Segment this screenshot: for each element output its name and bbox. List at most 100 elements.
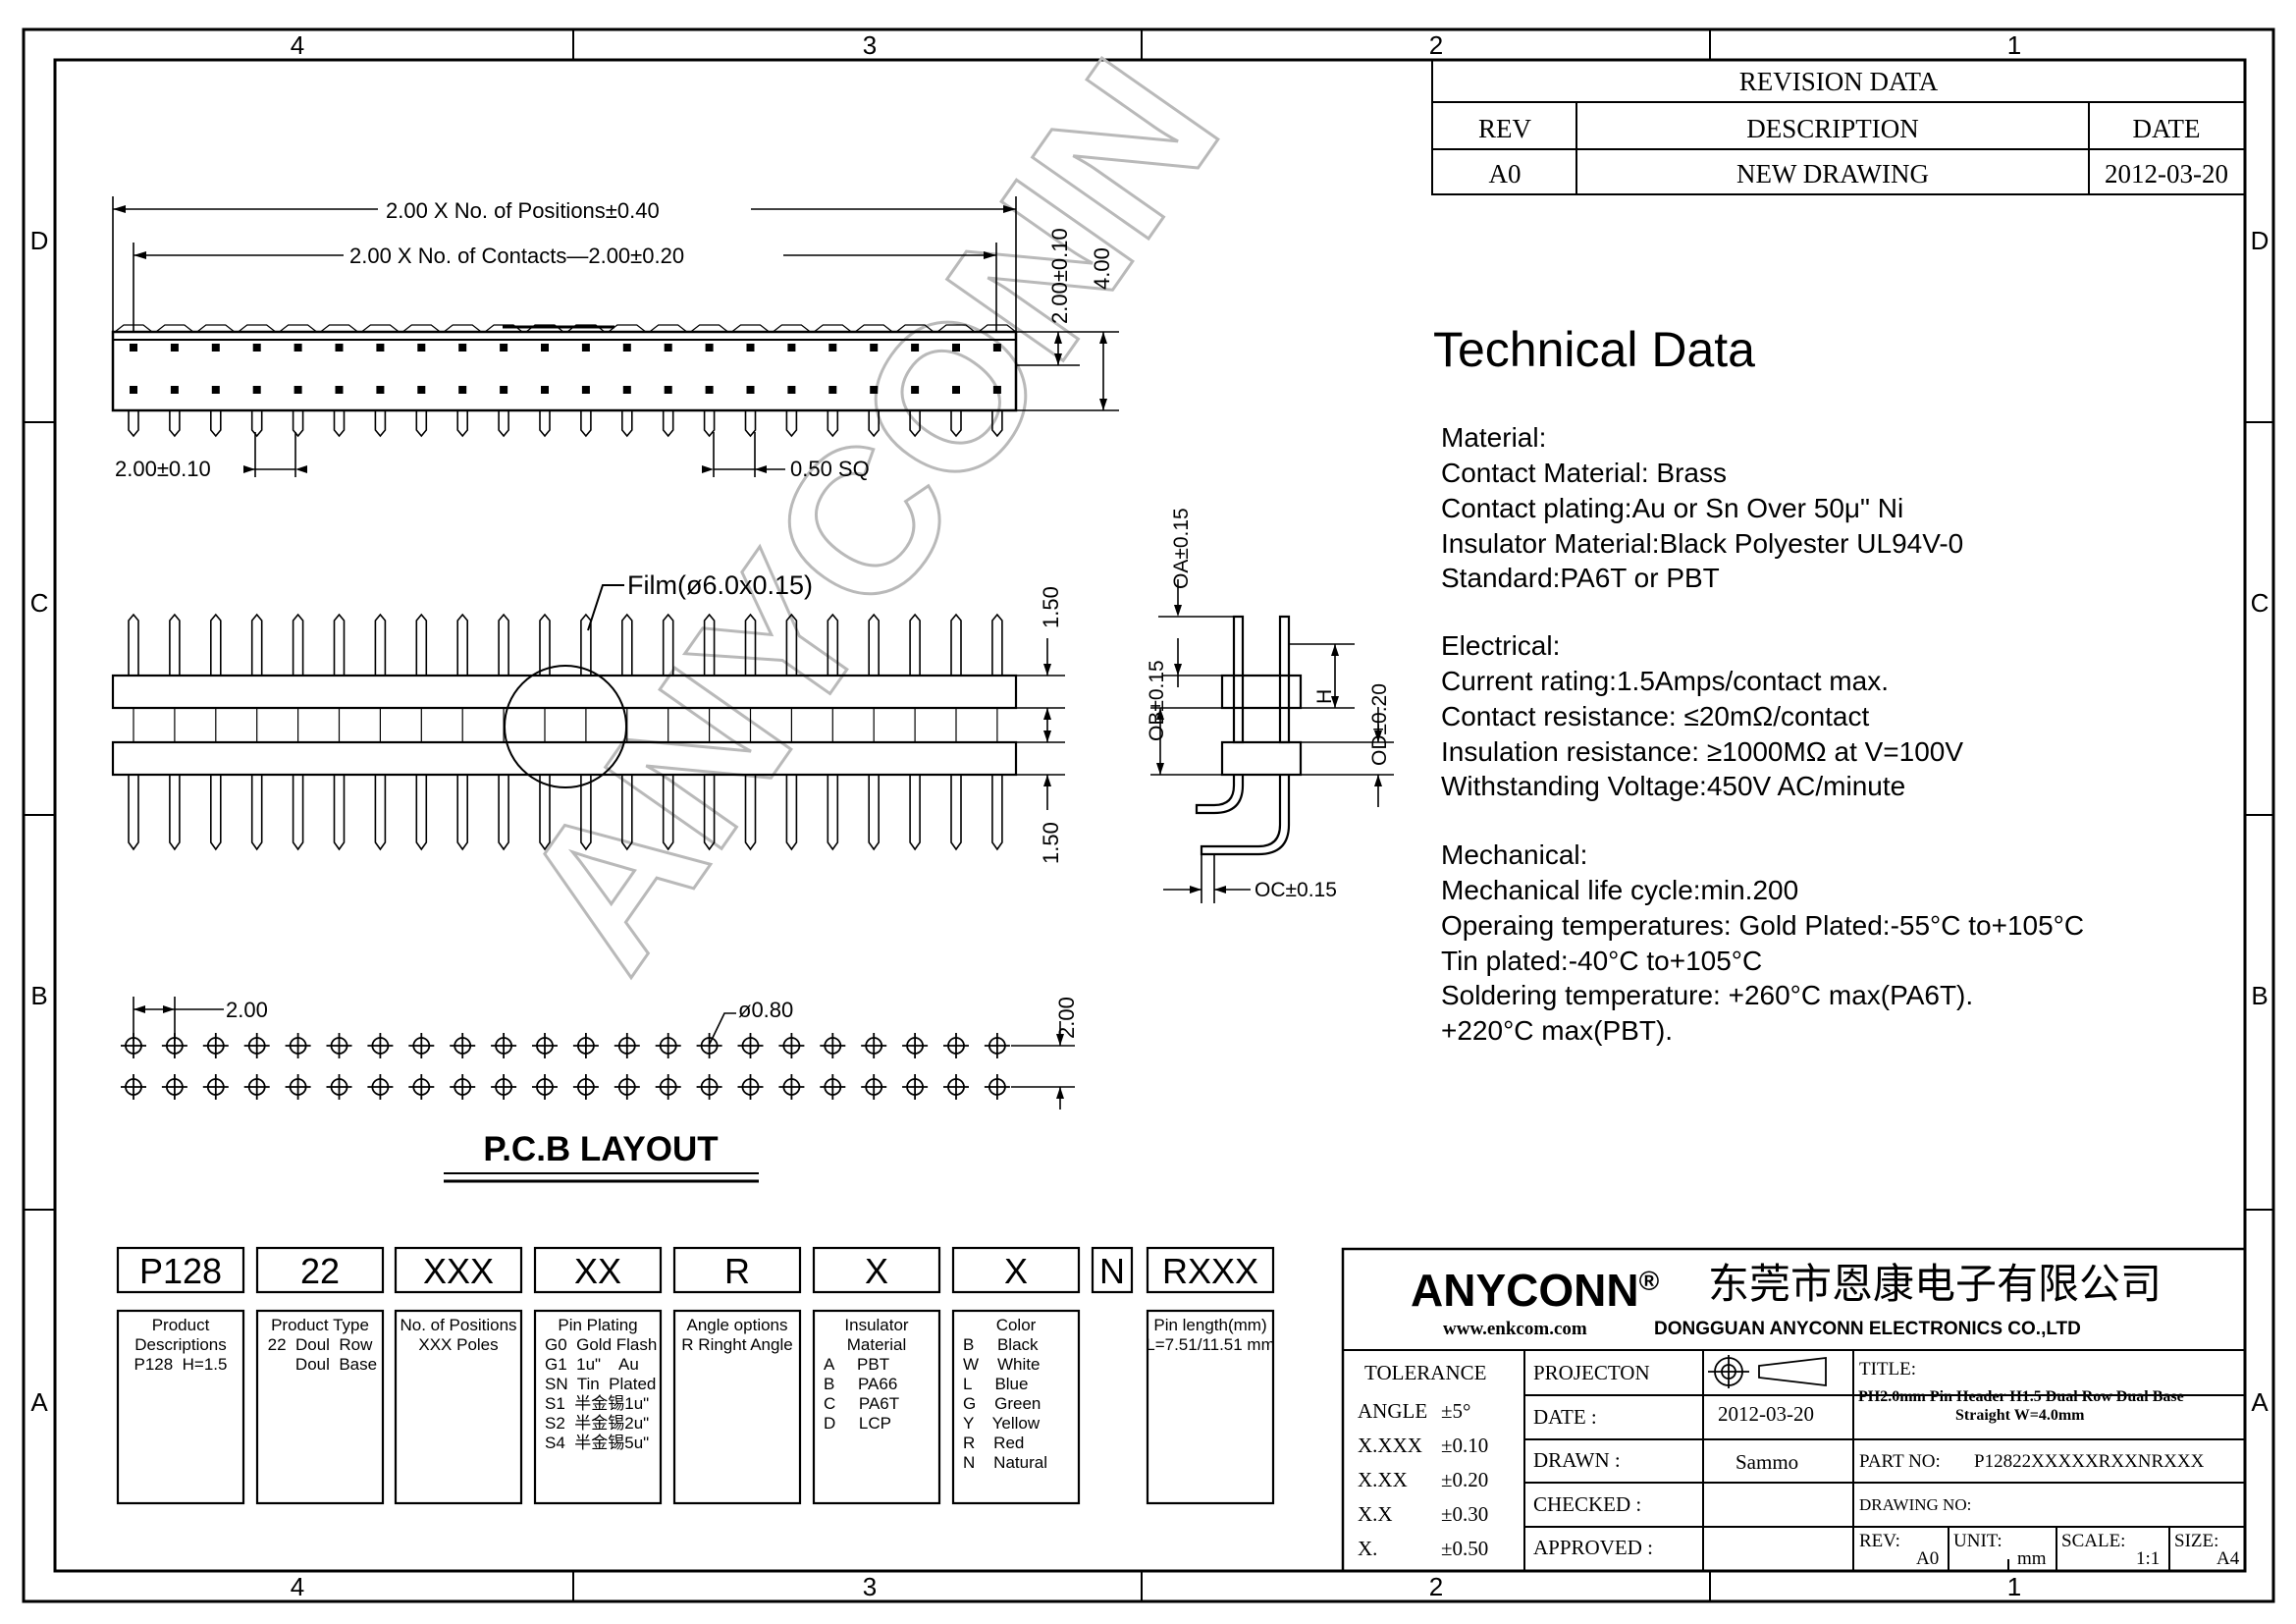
front-pin-upper	[292, 613, 304, 676]
top-pin-tail	[210, 410, 222, 438]
top-pin-square	[787, 386, 796, 394]
code-desc-line: B PA66	[824, 1375, 897, 1393]
top-pin-housing-notch	[978, 324, 1017, 333]
top-pin-square	[376, 386, 385, 394]
top-pin-square	[500, 386, 508, 394]
front-pin-lower	[169, 775, 181, 851]
code-desc-line: Angle options	[686, 1316, 787, 1334]
code-box-text: N	[1099, 1251, 1125, 1291]
scale-label: SCALE:	[2061, 1531, 2125, 1551]
top-view: 2.00 X No. of Positions±0.40 2.00 X No. …	[111, 196, 1119, 481]
code-desc-line: Insulator	[844, 1316, 909, 1334]
tech-line: +220°C max(PBT).	[1441, 1015, 1673, 1046]
front-pin-upper	[333, 613, 346, 676]
front-pin-lower	[128, 775, 139, 851]
code-box	[533, 1246, 663, 1294]
revision-cell-date: 2012-03-20	[2105, 159, 2228, 189]
top-pin-housing-notch	[155, 324, 194, 333]
rev-value: A0	[1916, 1548, 1939, 1569]
top-pin-square	[746, 344, 755, 352]
tech-line: Insulation resistance: ≥1000MΩ at V=100V	[1441, 736, 1963, 767]
top-pin-square	[500, 344, 508, 352]
col-label-bottom-2: 2	[1429, 1572, 1443, 1601]
top-pin-housing-notch	[649, 324, 688, 333]
top-pin-tail	[991, 410, 1003, 438]
top-pin-tail	[292, 410, 304, 438]
top-pin-square	[622, 344, 631, 352]
dim-front-top-text: 1.50	[1039, 586, 1063, 628]
row-label-right-c: C	[2251, 588, 2269, 618]
top-pin-tail	[827, 410, 839, 438]
front-pin-lower	[250, 775, 263, 851]
tech-line: Contact Material: Brass	[1441, 458, 1727, 488]
tech-line: Contact resistance: ≤20mΩ/contact	[1441, 701, 1869, 731]
top-pin-square	[622, 386, 631, 394]
front-pin-upper	[210, 613, 222, 676]
watermark: ANYCONN	[474, 20, 1263, 1008]
tolerance-key: X.XX	[1358, 1468, 1408, 1491]
code-desc-line: D LCP	[824, 1414, 891, 1433]
tolerance-key: ANGLE	[1358, 1399, 1427, 1423]
code-desc-line: N Natural	[963, 1453, 1047, 1472]
front-pin-lower	[292, 775, 304, 851]
front-pin-lower	[744, 775, 757, 851]
code-box	[812, 1246, 941, 1294]
top-pin-square	[458, 386, 467, 394]
code-desc-box	[951, 1309, 1081, 1505]
code-desc-line: S4 半金锡5u"	[545, 1434, 649, 1452]
tech-line: Mechanical life cycle:min.200	[1441, 875, 1798, 905]
code-desc-box	[812, 1309, 941, 1505]
col-label-bottom-1: 1	[2007, 1572, 2021, 1601]
date-value: 2012-03-20	[1718, 1402, 1814, 1426]
dim-pitch-text: 2.00±0.10	[115, 457, 211, 481]
tech-line: Electrical:	[1441, 630, 1560, 661]
top-pin-housing-notch	[566, 324, 606, 333]
code-desc-line: Material	[847, 1335, 906, 1354]
top-pin-square	[952, 344, 960, 352]
top-pin-square	[376, 344, 385, 352]
top-pin-housing-notch	[854, 324, 893, 333]
top-pin-tail	[621, 410, 633, 438]
top-pin-tail	[703, 410, 716, 438]
front-pin-upper	[744, 613, 757, 676]
front-pin-upper	[250, 613, 263, 676]
revision-header-rev: REV	[1478, 114, 1532, 143]
top-pin-square	[705, 386, 714, 394]
code-desc-line: XXX Poles	[418, 1335, 498, 1354]
top-pin-square	[746, 386, 755, 394]
revision-cell-description: NEW DRAWING	[1736, 159, 1929, 189]
code-box-text: P128	[139, 1251, 222, 1291]
top-pin-square	[870, 386, 879, 394]
code-desc-line: R Red	[963, 1434, 1024, 1452]
code-box	[255, 1246, 385, 1294]
tech-line: Soldering temperature: +260°C max(PA6T).	[1441, 980, 1973, 1010]
code-desc-box	[533, 1309, 663, 1505]
code-box-text: R	[724, 1251, 750, 1291]
revision-header-description: DESCRIPTION	[1746, 114, 1919, 143]
code-desc-line: G0 Gold Flash	[545, 1335, 657, 1354]
tolerance-key: X.	[1358, 1537, 1377, 1560]
front-pin-lower	[703, 775, 716, 851]
front-pin-lower	[950, 775, 962, 851]
revision-title: REVISION DATA	[1739, 67, 1939, 96]
code-box	[672, 1246, 802, 1294]
top-pin-housing-notch	[813, 324, 852, 333]
top-pin-tail	[909, 410, 921, 438]
tech-line: Operaing temperatures: Gold Plated:-55°C…	[1441, 910, 2084, 941]
tolerance-key: X.X	[1358, 1502, 1393, 1526]
top-pin-tail	[374, 410, 387, 438]
code-box	[1146, 1246, 1275, 1294]
top-pin-housing-notch	[320, 324, 358, 333]
tolerance-key: X.XXX	[1358, 1434, 1422, 1457]
code-desc-line: G1 1u" Au	[545, 1355, 639, 1374]
top-pin-tail	[785, 410, 798, 438]
scale-value: 1:1	[2136, 1548, 2160, 1569]
top-pin-square	[828, 344, 837, 352]
tech-line: Withstanding Voltage:450V AC/minute	[1441, 771, 1905, 801]
top-pin-tail	[250, 410, 263, 438]
approved-label: APPROVED :	[1533, 1536, 1653, 1559]
col-label-top-4: 4	[291, 30, 304, 60]
front-pin-lower	[785, 775, 798, 851]
dim-a-text: OA±0.15	[1170, 508, 1193, 589]
top-pin-square	[417, 344, 426, 352]
